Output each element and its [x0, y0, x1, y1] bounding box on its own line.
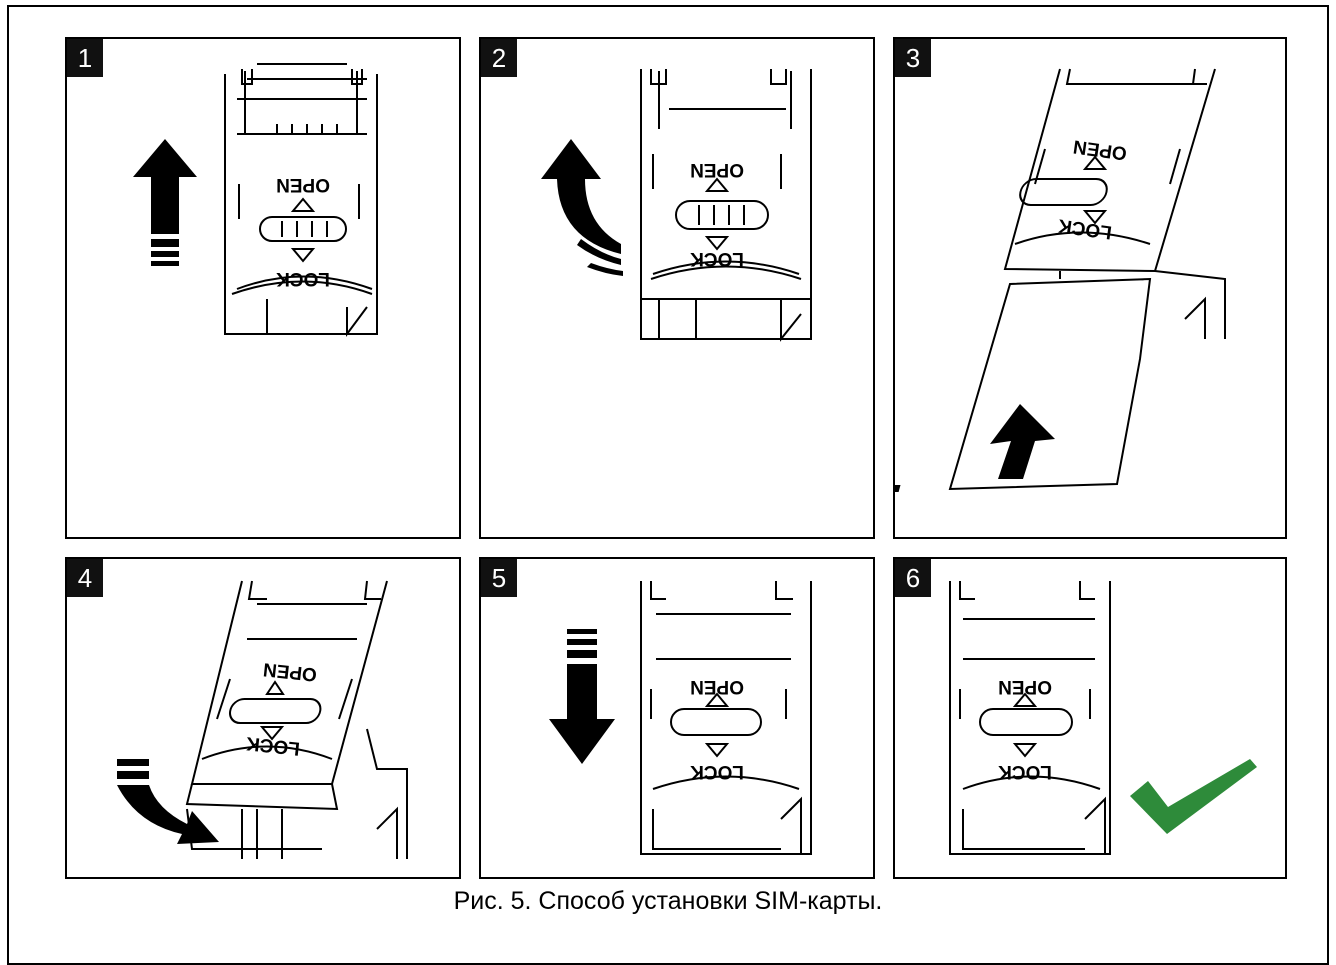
step-number-badge: 2	[481, 39, 517, 77]
step-panel-4: OPEN LOCK 4	[65, 557, 461, 879]
step-number-badge: 5	[481, 559, 517, 597]
arrow-down-icon	[549, 629, 615, 764]
sim-holder-illustration-2: OPEN LOCK	[541, 69, 812, 342]
lock-label: LOCK	[690, 761, 744, 782]
step-panel-6: OPEN LOCK 6	[893, 557, 1287, 879]
lock-label: LOCK	[245, 732, 301, 759]
lock-label: LOCK	[998, 761, 1052, 782]
sim-holder-illustration-6: OPEN LOCK	[949, 581, 1257, 855]
lock-label: LOCK	[1057, 214, 1114, 242]
arrow-up-icon	[895, 404, 1055, 492]
lock-label: LOCK	[276, 268, 330, 289]
step-number-badge: 6	[895, 559, 931, 597]
open-label: OPEN	[276, 174, 330, 195]
step-number-badge: 4	[67, 559, 103, 597]
open-label: OPEN	[690, 159, 744, 180]
step-panel-1: OPEN LOCK 1	[65, 37, 461, 539]
open-label: OPEN	[1072, 135, 1128, 163]
sim-holder-illustration-3: OPEN LOCK	[895, 68, 1226, 492]
sim-holder-illustration-5: OPEN LOCK	[549, 581, 812, 855]
arrow-up-icon	[133, 139, 197, 266]
checkmark-icon	[1130, 759, 1257, 834]
sim-holder-illustration-4: OPEN LOCK	[117, 580, 408, 859]
step-number-badge: 1	[67, 39, 103, 77]
arrow-curved-up-icon	[541, 139, 623, 276]
arrow-curved-down-icon	[117, 759, 219, 844]
open-label: OPEN	[690, 676, 744, 697]
figure-caption: Рис. 5. Способ установки SIM-карты.	[453, 887, 883, 915]
step-panel-5: OPEN LOCK 5	[479, 557, 875, 879]
lock-label: LOCK	[690, 248, 744, 269]
step-number-badge: 3	[895, 39, 931, 77]
step-panel-2: OPEN LOCK 2	[479, 37, 875, 539]
open-label: OPEN	[262, 658, 318, 685]
open-label: OPEN	[998, 676, 1052, 697]
step-panel-3: OPEN LOCK 3	[893, 37, 1287, 539]
sim-holder-illustration-1: OPEN LOCK	[133, 63, 378, 338]
